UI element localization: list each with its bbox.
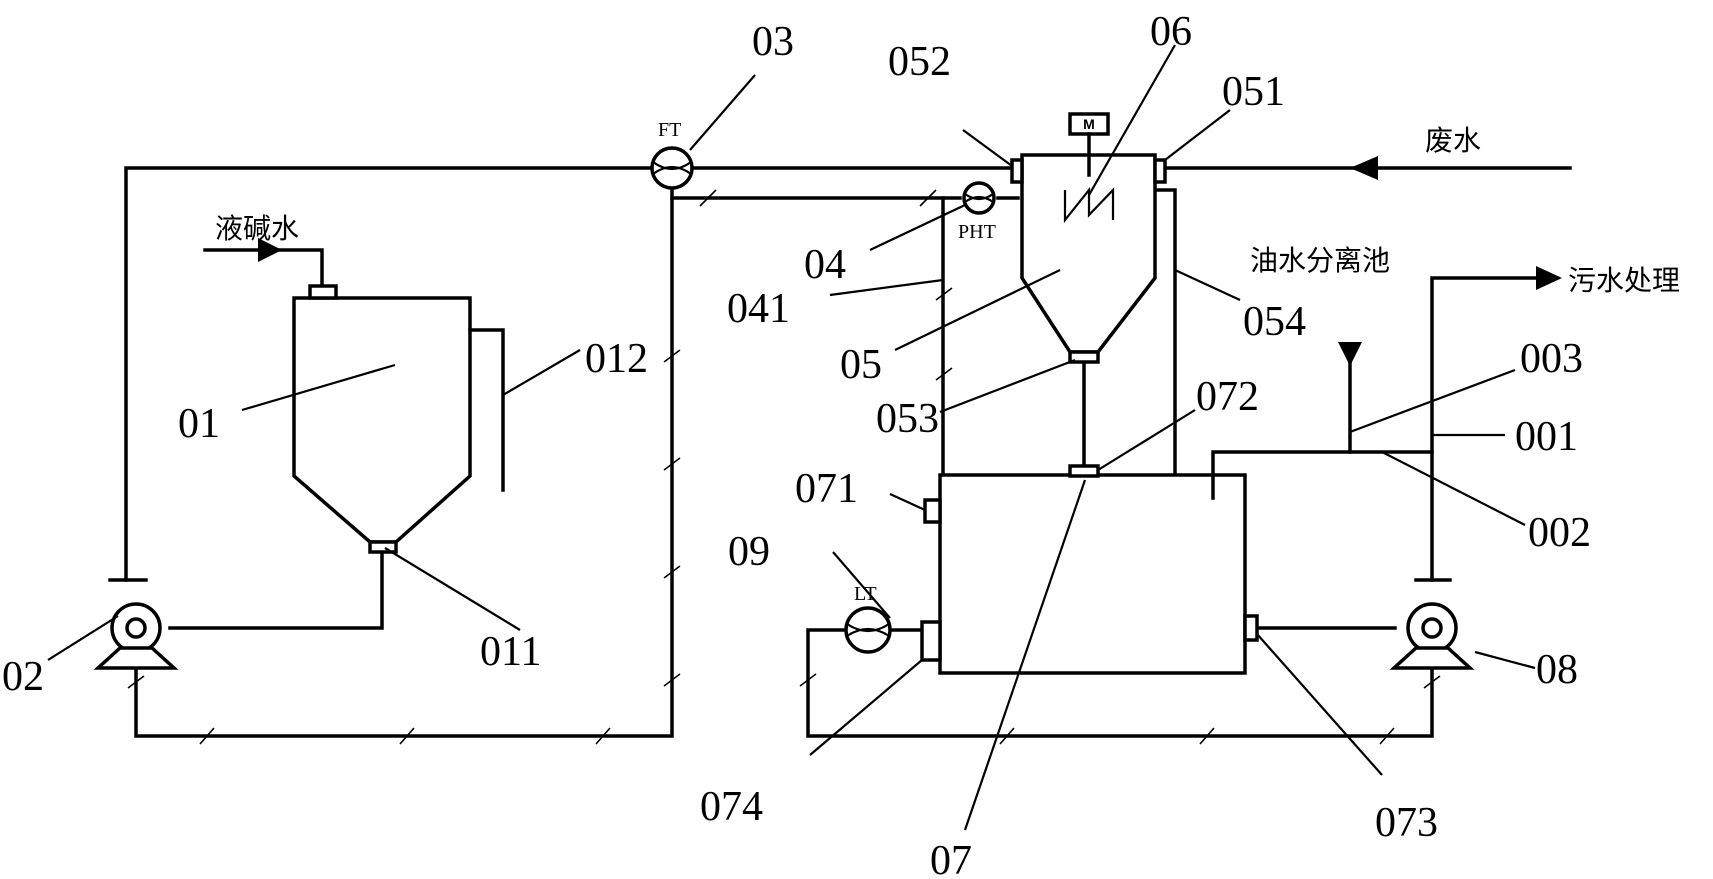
right-bottom-loop: [806, 628, 1434, 738]
label-06: 06: [1150, 9, 1192, 55]
label-073: 073: [1375, 800, 1438, 846]
hash-mark: [127, 189, 1441, 745]
part-number-labels: 01 012 02 011 03 052 06 051 04 041 05 05…: [2, 9, 1591, 879]
label-07: 07: [930, 838, 972, 879]
tank-07: [920, 464, 1259, 675]
label-052: 052: [888, 39, 951, 85]
alkali-inlet-pipe: [203, 248, 324, 288]
label-003: 003: [1520, 336, 1583, 382]
label-012: 012: [585, 336, 648, 382]
motor-label: M: [1083, 116, 1095, 132]
alkali-water-label: 液碱水: [215, 212, 299, 245]
sewage-arrow: [1536, 266, 1562, 290]
label-053: 053: [876, 396, 939, 442]
label-05: 05: [840, 342, 882, 388]
ft-label: FT: [658, 119, 681, 141]
waste-water-arrow: [1350, 156, 1378, 180]
label-072: 072: [1196, 374, 1259, 420]
alkali-tank-01: [292, 284, 505, 554]
tank-01-outlet-pipe: [168, 550, 384, 630]
leader-lines: [47, 44, 1536, 831]
signal-hash-marks: [127, 189, 1441, 745]
pump-02: [93, 578, 179, 670]
label-051: 051: [1222, 69, 1285, 115]
pipe-054: [1153, 188, 1177, 500]
label-02: 02: [2, 654, 44, 700]
lt-label: LT: [854, 583, 877, 605]
label-041: 041: [727, 286, 790, 332]
pipelines: [124, 166, 1572, 738]
alkali-arrow: [258, 238, 282, 262]
label-011: 011: [480, 629, 541, 675]
label-002: 002: [1528, 510, 1591, 556]
level-transmitter-09: LT: [844, 583, 892, 654]
flow-transmitter-03: FT: [650, 119, 694, 190]
label-01: 01: [178, 401, 220, 447]
sewage-treatment-label: 污水处理: [1568, 264, 1680, 297]
label-001: 001: [1515, 414, 1578, 460]
label-054: 054: [1243, 299, 1306, 345]
label-04: 04: [804, 242, 846, 288]
label-09: 09: [728, 529, 770, 575]
label-074: 074: [700, 784, 763, 830]
flow-arrows: [258, 156, 1562, 366]
ph-transmitter-04: PHT: [958, 181, 996, 243]
pipe-001: [1430, 276, 1537, 454]
pump-08: [1389, 578, 1475, 670]
reactor-05: M: [1010, 112, 1167, 364]
oil-water-arrow: [1338, 342, 1362, 366]
oil-water-separator-label: 油水分离池: [1250, 244, 1390, 277]
label-03: 03: [752, 19, 794, 65]
pht-label: PHT: [958, 221, 996, 243]
label-071: 071: [795, 466, 858, 512]
left-bottom-loop: [134, 178, 674, 738]
waste-water-label: 废水: [1425, 124, 1481, 157]
label-08: 08: [1536, 647, 1578, 693]
